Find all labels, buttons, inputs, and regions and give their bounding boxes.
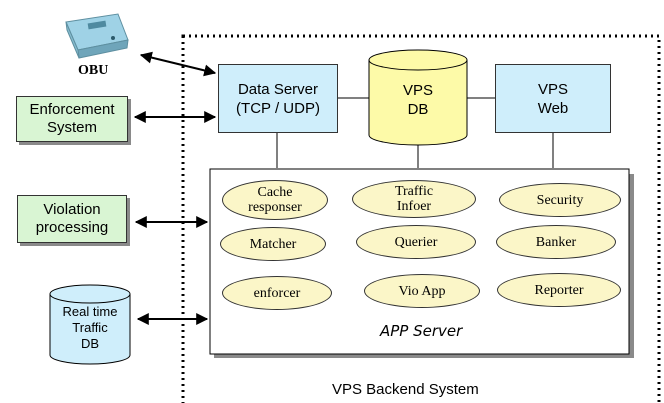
realtime-db-cylinder bbox=[49, 284, 131, 365]
vps-db-label: VPS DB bbox=[369, 78, 467, 122]
realtime-label-line2: Traffic bbox=[72, 320, 108, 335]
obu-device-image bbox=[65, 13, 129, 59]
vps-web-label-line1: VPS bbox=[537, 80, 568, 98]
realtime-db-label: Real time Traffic DB bbox=[50, 302, 130, 354]
module-cache-responser: Cache responser bbox=[222, 180, 328, 220]
obu-label: OBU bbox=[78, 63, 109, 78]
data-server-label-line2: (TCP / UDP) bbox=[236, 99, 320, 117]
module-security: Security bbox=[499, 183, 621, 217]
app-server-title: APP Server bbox=[380, 322, 463, 340]
module-banker: Banker bbox=[496, 225, 616, 259]
backend-boundary bbox=[181, 34, 661, 403]
violation-label-line1: Violation bbox=[43, 201, 101, 218]
data-server-label-line1: Data Server bbox=[237, 80, 319, 98]
module-banker-label: Banker bbox=[535, 234, 577, 250]
module-security-label: Security bbox=[536, 192, 584, 208]
violation-processing-box: Violation processing bbox=[17, 195, 127, 243]
module-enforcer: enforcer bbox=[222, 276, 332, 310]
module-reporter: Reporter bbox=[497, 273, 621, 307]
module-vioapp-label: Vio App bbox=[398, 283, 446, 299]
module-traffic-infoer: Traffic Infoer bbox=[352, 180, 476, 218]
module-querier-label: Querier bbox=[394, 234, 438, 250]
data-server-box: Data Server (TCP / UDP) bbox=[218, 64, 338, 133]
realtime-label-line3: DB bbox=[80, 336, 100, 351]
module-enforcer-label: enforcer bbox=[253, 285, 301, 301]
module-vio-app: Vio App bbox=[364, 274, 480, 308]
vps-web-label-line2: Web bbox=[537, 99, 569, 117]
module-matcher-label: Matcher bbox=[249, 236, 297, 252]
enforcement-system-box: Enforcement System bbox=[16, 96, 128, 142]
module-cache-line1: Cache bbox=[257, 185, 293, 200]
realtime-label-line1: Real time bbox=[62, 304, 118, 319]
vps-db-label-line2: DB bbox=[407, 101, 429, 118]
violation-label-line2: processing bbox=[35, 219, 109, 236]
module-querier: Querier bbox=[356, 225, 476, 259]
vps-db-cylinder bbox=[368, 49, 468, 146]
vps-db-label-line1: VPS bbox=[402, 82, 433, 99]
vps-web-box: VPS Web bbox=[495, 64, 611, 133]
module-traffic-line2: Infoer bbox=[396, 199, 432, 214]
backend-title: VPS Backend System bbox=[332, 381, 479, 398]
enforcement-label-line2: System bbox=[46, 119, 97, 136]
module-matcher: Matcher bbox=[220, 227, 326, 261]
module-cache-line2: responser bbox=[248, 200, 302, 215]
module-reporter-label: Reporter bbox=[534, 282, 584, 298]
module-traffic-line1: Traffic bbox=[394, 184, 434, 199]
arrow-obu-dataserver bbox=[139, 51, 217, 77]
enforcement-label-line1: Enforcement bbox=[29, 101, 115, 118]
